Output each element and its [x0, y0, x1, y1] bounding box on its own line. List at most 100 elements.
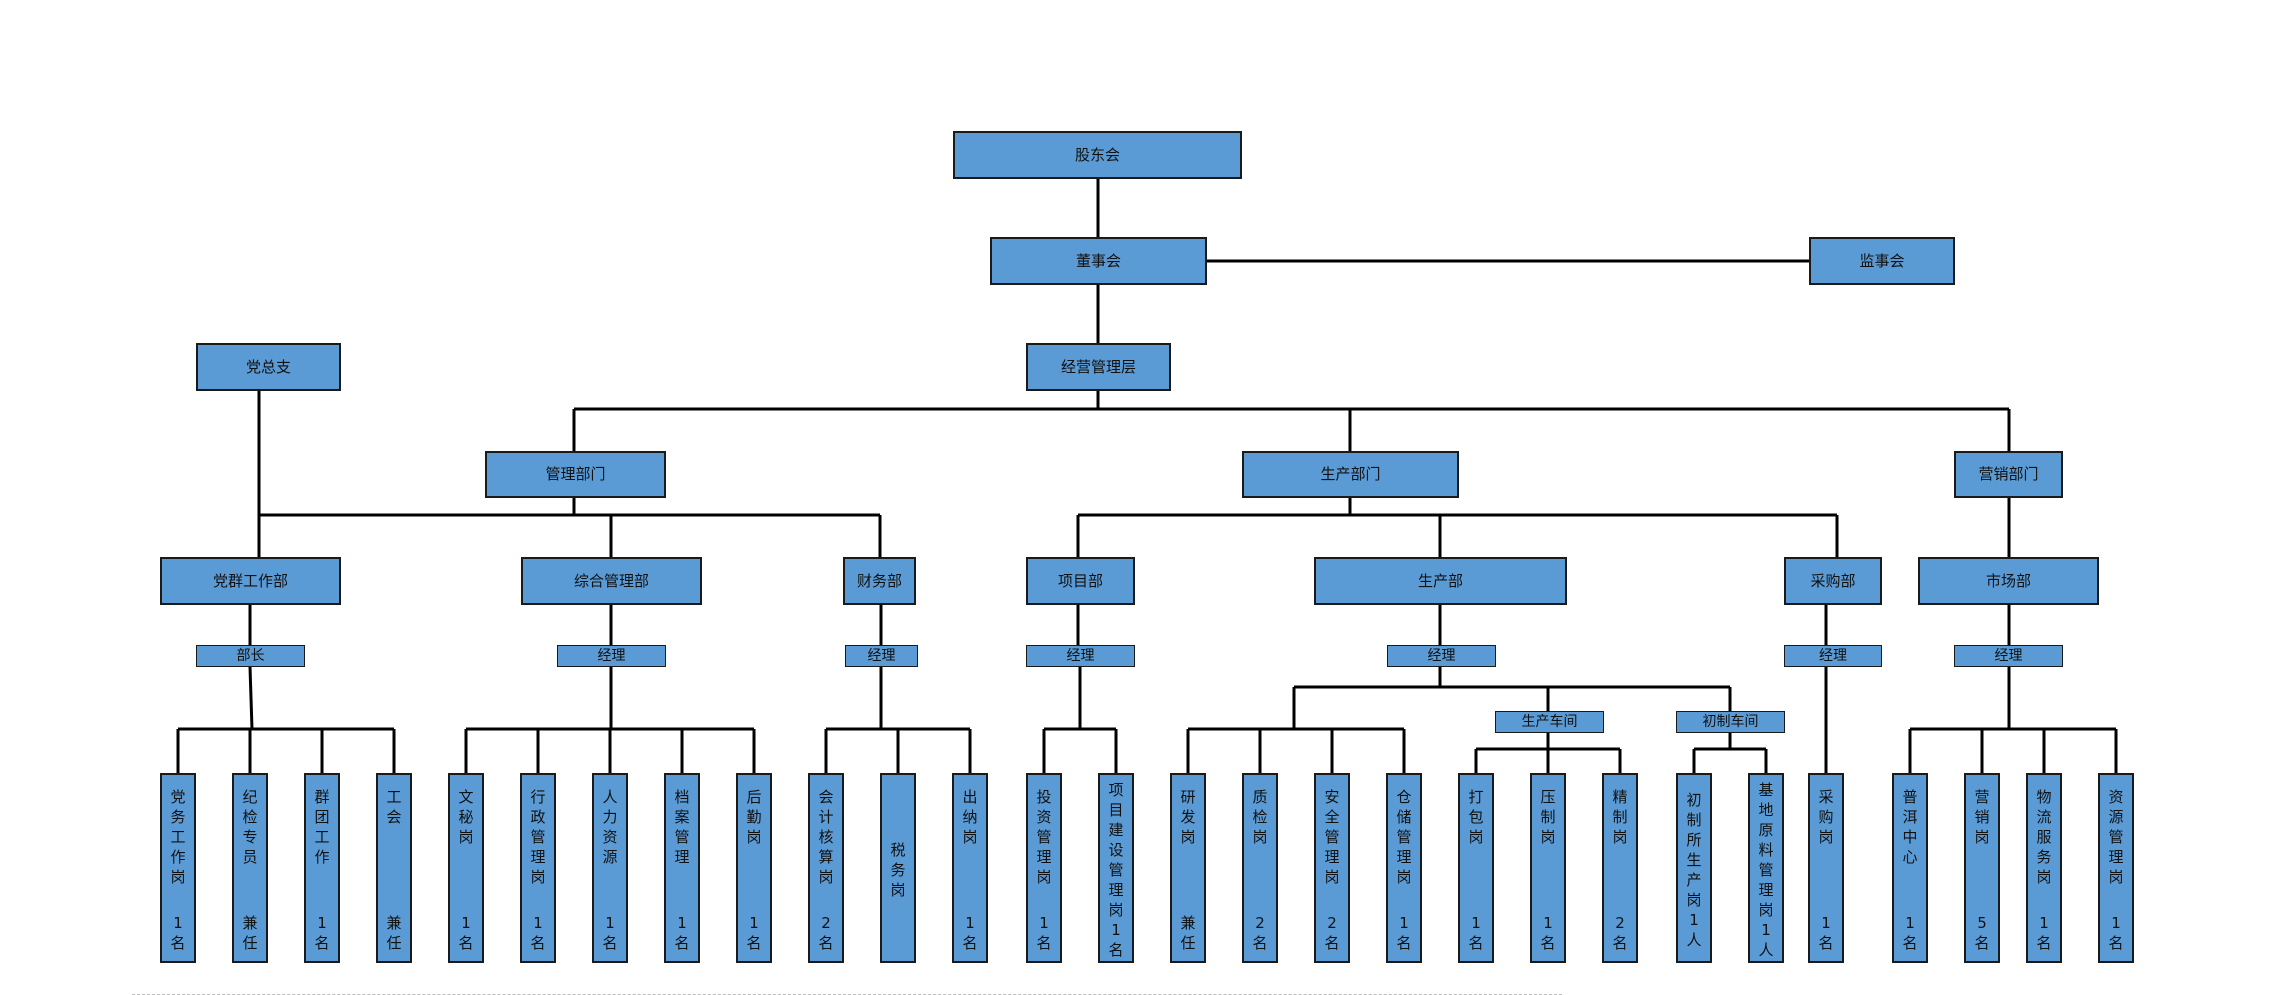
position-title: 文秘岗	[458, 788, 474, 846]
position-title: 行政管理岗	[530, 788, 546, 886]
position-title: 质检岗	[1252, 788, 1268, 846]
purchase-dept-box: 采购部	[1784, 557, 1882, 605]
party-branch-box: 党总支	[196, 343, 341, 391]
position-title: 档案管理	[674, 788, 690, 866]
position-title: 压制岗	[1540, 788, 1556, 846]
primary-workshop-box: 初制车间	[1676, 711, 1785, 733]
admin-division-box: 管理部门	[485, 451, 666, 498]
position-title: 采购岗	[1818, 788, 1834, 846]
position-title: 党务工作岗	[170, 788, 186, 886]
position-title: 税务岗	[890, 841, 906, 899]
management-box: 经营管理层	[1026, 343, 1171, 391]
position-title: 后勤岗	[746, 788, 762, 846]
position-title: 安全管理岗	[1324, 788, 1340, 886]
general-dept-box: 综合管理部	[521, 557, 702, 605]
position-count: 兼任	[386, 914, 402, 952]
purchase-head-box: 经理	[1784, 645, 1882, 667]
position-title: 工会	[386, 788, 402, 826]
position-title: 研发岗	[1180, 788, 1196, 846]
marketing-division-box: 营销部门	[1954, 451, 2063, 498]
production-division-box: 生产部门	[1242, 451, 1459, 498]
position-title: 群团工作	[314, 788, 330, 866]
market-dept-box: 市场部	[1918, 557, 2099, 605]
project-dept-box: 项目部	[1026, 557, 1135, 605]
position-box: 研发岗兼任	[1170, 773, 1206, 963]
finance-head-box: 经理	[845, 645, 918, 667]
position-count: 兼任	[242, 914, 258, 952]
position-title: 投资管理岗	[1036, 788, 1052, 886]
pressing-workshop-box: 生产车间	[1495, 711, 1604, 733]
position-box: 税务岗	[880, 773, 916, 963]
position-title: 营销岗	[1974, 788, 1990, 846]
market-head-box: 经理	[1954, 645, 2063, 667]
position-title: 物流服务岗	[2036, 788, 2052, 886]
position-title: 仓储管理岗	[1396, 788, 1412, 886]
party-work-dept-box: 党群工作部	[160, 557, 341, 605]
position-title: 纪检专员	[242, 788, 258, 866]
position-title: 会计核算岗	[818, 788, 834, 886]
supervisors-box: 监事会	[1809, 237, 1955, 285]
position-box: 工会兼任	[376, 773, 412, 963]
production-head-box: 经理	[1387, 645, 1496, 667]
position-title: 资源管理岗	[2108, 788, 2124, 886]
position-box: 纪检专员兼任	[232, 773, 268, 963]
position-count: 兼任	[1180, 914, 1196, 952]
party-work-head-box: 部长	[196, 645, 305, 667]
production-dept-box: 生产部	[1314, 557, 1567, 605]
position-title: 打包岗	[1468, 788, 1484, 846]
shareholders-box: 股东会	[953, 131, 1242, 179]
board-box: 董事会	[990, 237, 1207, 285]
position-title: 普洱中心	[1902, 788, 1918, 866]
position-title: 精制岗	[1612, 788, 1628, 846]
position-title: 人力资源	[602, 788, 618, 866]
finance-dept-box: 财务部	[843, 557, 916, 605]
connector-line	[248, 666, 254, 730]
project-head-box: 经理	[1026, 645, 1135, 667]
